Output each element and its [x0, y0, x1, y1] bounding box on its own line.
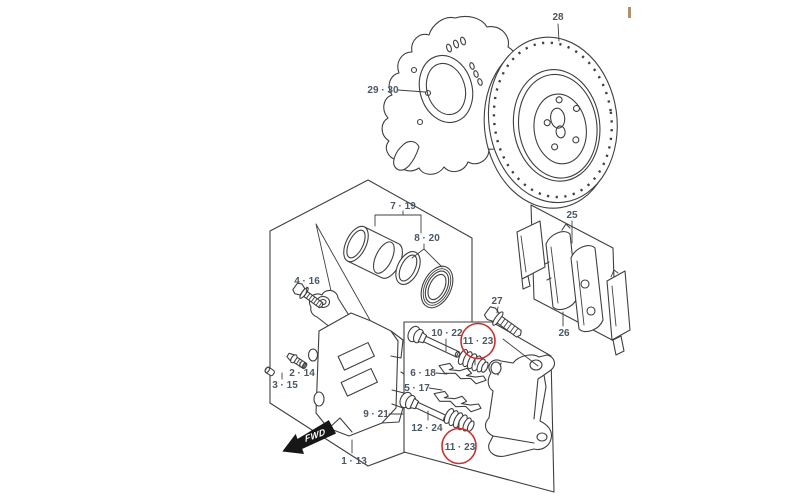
part-label-7-19: 7 · 19	[390, 201, 416, 212]
pin-boot-lower-drawing	[443, 408, 475, 432]
leader-line-28	[557, 23, 560, 42]
pad-rear-drawing	[570, 245, 604, 333]
mount-bolt-drawing	[483, 306, 522, 338]
part-label-1-13: 1 · 13	[341, 456, 367, 467]
leader-line-27	[496, 306, 499, 314]
dust-shield-drawing	[381, 15, 522, 175]
piston-boot-drawing	[420, 265, 454, 309]
part-label-2-14: 2 · 14	[289, 368, 315, 379]
part-label-5-17: 5 · 17	[404, 383, 430, 394]
guide-pin-lower-drawing	[399, 391, 449, 422]
part-label-6-18: 6 · 18	[410, 368, 436, 379]
part-labels: 28 29 · 30 7 · 19 8 · 20 4 · 16 2 · 14 3…	[272, 12, 578, 467]
brake-disc-drawing	[483, 36, 618, 209]
part-label-28: 28	[552, 12, 564, 23]
part-label-27: 27	[491, 296, 503, 307]
part-label-4-16: 4 · 16	[294, 276, 320, 287]
pad-clip-upper-drawing	[438, 362, 487, 385]
leader-lines	[281, 23, 573, 454]
shim-right-drawing	[606, 269, 631, 356]
scan-artifact-mark	[628, 7, 631, 18]
fwd-arrow: FWD	[282, 420, 337, 455]
leader-bracket-7-19	[374, 210, 422, 234]
shim-left-drawing	[516, 220, 546, 290]
leader-bracket-8-20	[411, 243, 443, 268]
highlight-circle-upper	[460, 322, 496, 360]
guide-pin-upper-drawing	[407, 325, 461, 358]
bleeder-cap-drawing	[264, 366, 275, 377]
piston-seal-drawing	[395, 251, 421, 285]
part-label-12-24: 12 · 24	[411, 423, 443, 434]
part-label-26: 26	[558, 328, 570, 339]
highlight-circle-lower	[441, 427, 477, 465]
leader-line-27-to-bracket	[502, 338, 539, 367]
leader-line-29-30	[397, 89, 426, 93]
part-label-11-23-upper: 11 · 23	[463, 336, 494, 347]
part-label-3-15: 3 · 15	[272, 380, 298, 391]
leader-line-5-17	[428, 387, 443, 391]
part-label-10-22: 10 · 22	[431, 328, 463, 339]
part-label-29-30: 29 · 30	[367, 85, 399, 96]
caliper-bracket-drawing	[484, 354, 556, 457]
part-label-11-23-lower: 11 · 23	[445, 442, 476, 453]
leader-line-6-18	[435, 372, 448, 375]
part-label-25: 25	[566, 210, 578, 221]
piston-drawing	[343, 225, 403, 279]
pad-clip-lower-drawing	[433, 390, 482, 413]
part-label-8-20: 8 · 20	[414, 233, 440, 244]
leader-line-4-16	[305, 286, 308, 294]
pin-boot-upper-drawing	[457, 349, 489, 373]
part-label-9-21: 9 · 21	[363, 409, 389, 420]
